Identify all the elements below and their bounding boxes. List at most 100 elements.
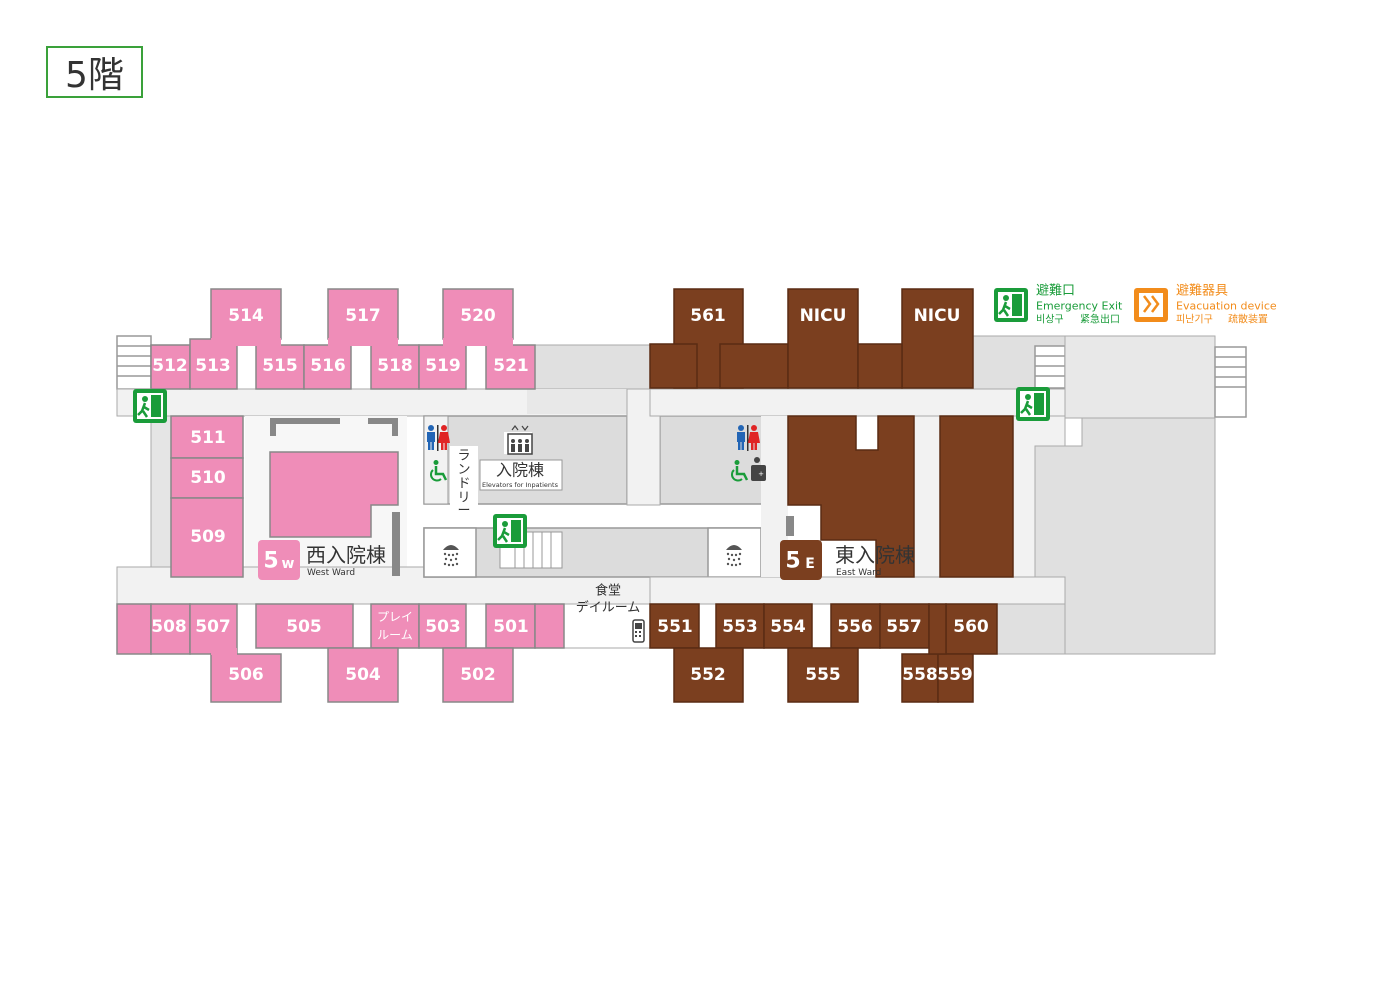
room-label: 502	[460, 665, 496, 685]
room-label: 560	[953, 617, 989, 637]
room-510[interactable]	[170, 457, 244, 499]
room-label: 555	[805, 665, 841, 685]
room-558[interactable]	[901, 653, 939, 703]
legend-exit-zh: 紧急出口	[1080, 313, 1120, 326]
room-509[interactable]	[170, 497, 244, 578]
west-walls	[270, 418, 400, 576]
room-label: 509	[190, 527, 226, 547]
restroom-icon	[737, 425, 760, 451]
room-labels: 514 517 520 512 513 515 516 518 519 521 …	[151, 306, 989, 685]
room-518[interactable]	[370, 344, 420, 390]
east-ward-rooms	[649, 288, 1014, 703]
room-504[interactable]	[327, 647, 399, 703]
west-ward-en: West Ward	[307, 568, 355, 578]
svg-text:ド: ド	[457, 477, 470, 492]
legend-exit-en: Emergency Exit	[1036, 300, 1123, 313]
room-507[interactable]	[189, 603, 238, 655]
room-label: 519	[425, 356, 461, 376]
legend-device-ko: 피난기구	[1176, 314, 1213, 326]
svg-text:ー: ー	[457, 504, 470, 519]
phone-icon	[632, 619, 645, 643]
room-label: 515	[262, 356, 298, 376]
room-label: 561	[690, 306, 726, 326]
svg-text:リ: リ	[457, 491, 470, 506]
play-room-label: ルーム	[377, 628, 413, 642]
room-554[interactable]	[763, 603, 813, 649]
room-label: 520	[460, 306, 496, 326]
room-553[interactable]	[715, 603, 765, 649]
room-512[interactable]	[150, 344, 191, 390]
room-nicu-2[interactable]	[901, 288, 974, 389]
room-label: 504	[345, 665, 381, 685]
room-label: 505	[286, 617, 322, 637]
room-label: 501	[493, 617, 529, 637]
svg-text:5: 5	[785, 549, 800, 574]
room-east-d	[939, 415, 1014, 578]
floor-label: 5階	[46, 46, 143, 98]
dining-label: 食堂 デイルーム	[576, 583, 645, 643]
room-label: 521	[493, 356, 529, 376]
svg-text:入院棟: 入院棟	[496, 461, 544, 480]
evacuation-device-icon	[1134, 288, 1168, 322]
room-label: 506	[228, 665, 264, 685]
elevator-label: 入院棟 Elevators for Inpatients	[482, 425, 559, 489]
room-519[interactable]	[418, 344, 467, 390]
room-551[interactable]	[649, 603, 700, 649]
room-511[interactable]	[170, 415, 244, 459]
emergency-exit-icon	[491, 512, 529, 550]
west-ward-label: 5 w 西入院棟 West Ward	[258, 540, 386, 580]
room-559[interactable]	[937, 653, 974, 703]
room-552[interactable]	[673, 647, 744, 703]
east-nurse-area	[787, 415, 915, 578]
room-nicu-1[interactable]	[787, 288, 859, 389]
emergency-exit-icon	[992, 286, 1030, 324]
room-label: 556	[837, 617, 873, 637]
room-label: 508	[151, 617, 187, 637]
room-521[interactable]	[485, 344, 536, 390]
room-west-end	[534, 603, 565, 649]
room-label: 514	[228, 306, 264, 326]
ostomate-icon: +	[751, 457, 766, 481]
west-ward-name: 西入院棟	[306, 543, 386, 567]
room-east-a	[649, 343, 698, 389]
room-517[interactable]	[327, 288, 399, 340]
legend-exit-title: 避難口	[1036, 284, 1075, 299]
room-556[interactable]	[830, 603, 881, 649]
emergency-exit-icon	[1014, 385, 1052, 423]
east-wing-structure	[649, 335, 1247, 655]
room-label: 559	[937, 665, 973, 685]
svg-text:Elevators for Inpatients: Elevators for Inpatients	[482, 481, 559, 489]
svg-text:ラ: ラ	[457, 449, 470, 464]
room-516[interactable]	[303, 344, 352, 390]
room-west-corner	[116, 603, 152, 655]
legend-device-zh: 疏散装置	[1228, 313, 1268, 326]
west-nurse-station	[269, 451, 399, 538]
room-label: NICU	[914, 306, 961, 326]
room-east-c	[857, 343, 903, 389]
room-508[interactable]	[150, 603, 191, 655]
room-label: 558	[902, 665, 938, 685]
room-506[interactable]	[210, 653, 282, 703]
emergency-exit-icon	[131, 387, 169, 425]
west-ward-rooms	[116, 288, 565, 703]
svg-text:+: +	[758, 470, 764, 478]
svg-text:ン: ン	[457, 463, 470, 478]
svg-text:5: 5	[263, 549, 278, 574]
room-502[interactable]	[442, 647, 514, 703]
room-label: 552	[690, 665, 726, 685]
play-room-label: プレイ	[377, 610, 413, 624]
legend-device-title: 避難器具	[1176, 284, 1228, 299]
room-520[interactable]	[442, 288, 514, 340]
east-ward-name: 東入院棟	[835, 543, 915, 567]
room-label: 507	[195, 617, 231, 637]
room-label: 551	[657, 617, 693, 637]
room-label: 557	[886, 617, 922, 637]
room-555[interactable]	[787, 647, 859, 703]
legend: 避難口 Emergency Exit 비상구 紧急出口 避難器具 Evacuat…	[992, 284, 1277, 326]
east-ward-en: East Ward	[836, 568, 881, 578]
room-label: 554	[770, 617, 806, 637]
room-505[interactable]	[255, 603, 354, 649]
room-503[interactable]	[418, 603, 467, 649]
legend-device-en: Evacuation device	[1176, 300, 1277, 313]
